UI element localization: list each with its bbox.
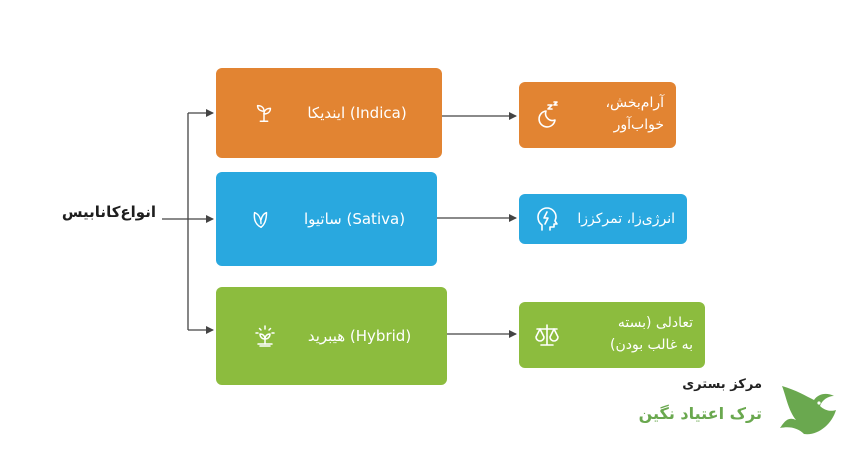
node-hybrid-label: (Hybrid) هیبرید xyxy=(307,327,412,345)
sleep-moon-icon xyxy=(533,101,561,129)
sprout-icon xyxy=(251,100,277,126)
leaf-icon xyxy=(248,206,274,232)
effect-indica-line1: آرام‌بخش، xyxy=(605,95,664,111)
effect-sativa-line1: انرژی‌زا، تمرکززا xyxy=(577,211,675,227)
brand-subtitle: مرکز بستری xyxy=(682,377,762,392)
effect-hybrid-line2: به غالب بودن) xyxy=(609,337,693,353)
sparkle-plant-icon xyxy=(252,323,278,349)
effect-hybrid-line1: تعادلی (بسته xyxy=(617,315,693,331)
node-hybrid: (Hybrid) هیبرید xyxy=(216,287,447,385)
effect-indica: آرام‌بخش، خواب‌آور xyxy=(519,82,676,148)
effect-sativa: انرژی‌زا، تمرکززا xyxy=(519,194,687,244)
dove-icon xyxy=(780,386,836,435)
brain-energy-icon xyxy=(533,205,561,233)
root-label: انواع‌کانابیس xyxy=(61,203,156,221)
node-sativa: (Sativa) ساتیوا xyxy=(216,172,437,266)
effect-indica-line2: خواب‌آور xyxy=(613,117,664,133)
effect-hybrid: تعادلی (بسته به غالب بودن) xyxy=(519,302,705,368)
node-indica: (Indica) ایندیکا xyxy=(216,68,442,158)
balance-scale-icon xyxy=(533,321,561,349)
brand-title: ترک اعتیاد نگین xyxy=(638,404,762,423)
node-indica-label: (Indica) ایندیکا xyxy=(307,104,407,122)
node-sativa-label: (Sativa) ساتیوا xyxy=(303,210,406,228)
